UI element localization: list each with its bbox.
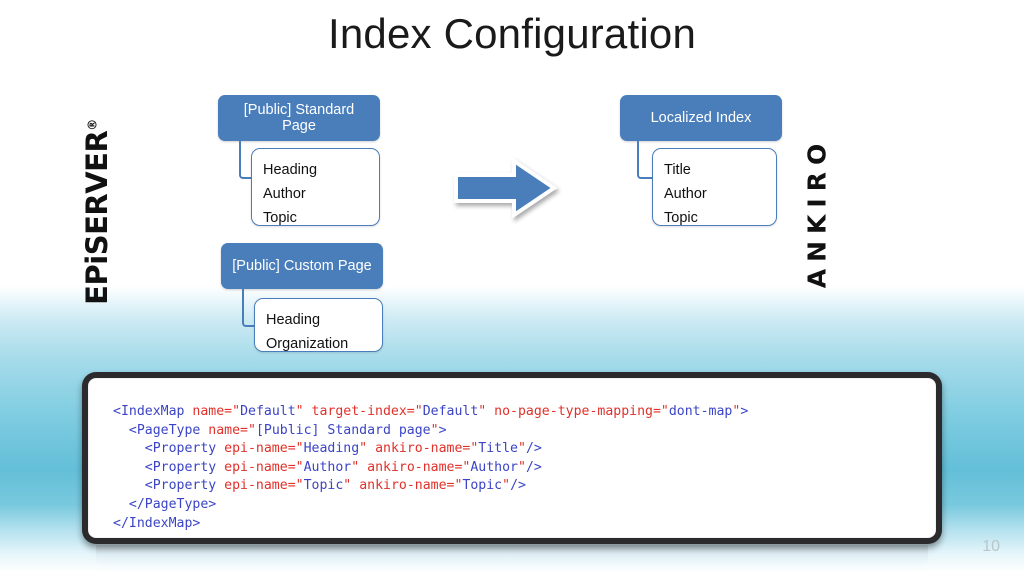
code-token-quote: " <box>518 459 526 475</box>
code-token-quote: " <box>414 404 423 419</box>
code-line: <Property epi-name="Topic" ankiro-name="… <box>113 477 935 496</box>
episerver-logo: EPiSERVER® <box>80 107 114 317</box>
code-token-quote: " <box>454 478 463 494</box>
code-token-val: Author <box>303 459 352 475</box>
code-token-quote: " <box>462 459 471 475</box>
field-standard-2: Topic <box>263 210 297 226</box>
code-token-attr: epi-name= <box>224 478 296 494</box>
field-index-0: Title <box>664 162 691 178</box>
code-token-tag: </IndexMap> <box>113 515 201 531</box>
code-token-attr: target-index= <box>303 404 415 419</box>
code-line: <PageType name="[Public] Standard page"> <box>113 422 935 441</box>
code-token-attr: name= <box>192 404 233 419</box>
code-token-attr: name= <box>208 422 248 438</box>
code-token-tag: <Property <box>144 441 225 457</box>
episerver-logo-text: EPiSERVER <box>80 130 114 305</box>
code-token-quote: " <box>295 478 304 494</box>
code-token-attr: epi-name= <box>224 441 296 457</box>
code-token-quote: " <box>295 404 304 419</box>
code-token-tag: <PageType <box>128 422 209 438</box>
code-token-tag: <Property <box>144 459 225 475</box>
code-token-quote: " <box>351 459 360 475</box>
code-token-attr: ankiro-name= <box>351 478 455 494</box>
field-index-1: Author <box>664 186 707 202</box>
code-token-val: Default <box>422 404 479 419</box>
code-line: <IndexMap name="Default" target-index="D… <box>113 403 935 422</box>
connector-elbow-localized-index <box>637 141 661 179</box>
code-line: </PageType> <box>113 496 935 515</box>
node-header-localized-index[interactable]: Localized Index <box>620 95 782 141</box>
code-token-val: [Public] Standard page <box>255 422 431 438</box>
code-token-tag: /> <box>525 459 542 475</box>
node-header-standard-page[interactable]: [Public] Standard Page <box>218 95 380 141</box>
code-panel: <IndexMap name="Default" target-index="D… <box>82 372 942 544</box>
code-token-quote: " <box>295 441 304 457</box>
page-title: Index Configuration <box>327 10 697 57</box>
code-token-attr: no-page-type-mapping= <box>486 404 661 419</box>
code-editor-surface[interactable]: <IndexMap name="Default" target-index="D… <box>88 378 936 538</box>
field-custom-0: Heading <box>266 312 321 328</box>
code-token-quote: " <box>343 478 352 494</box>
right-arrow-icon <box>454 157 558 219</box>
code-token-quote: " <box>430 422 439 438</box>
code-token-quote: " <box>248 422 256 438</box>
code-token-quote: " <box>232 404 241 419</box>
code-token-quote: " <box>359 441 368 457</box>
slide-number: 10 <box>982 538 1000 555</box>
code-token-val: dont-map <box>668 404 733 419</box>
code-token-attr: epi-name= <box>224 459 296 475</box>
code-token-tag: /> <box>525 441 542 457</box>
code-line: </IndexMap> <box>113 515 935 534</box>
node-body-custom-page[interactable]: Heading Organization <box>254 298 383 352</box>
code-token-tag: > <box>438 422 447 438</box>
field-standard-0: Heading <box>263 162 318 178</box>
code-token-attr: ankiro-name= <box>367 441 471 457</box>
code-line: <Property epi-name="Heading" ankiro-name… <box>113 440 935 459</box>
code-panel-reflection <box>96 545 928 571</box>
field-index-2: Topic <box>664 210 698 226</box>
code-token-tag: </PageType> <box>128 496 217 512</box>
code-token-val: Title <box>478 441 518 457</box>
code-token-quote: " <box>478 404 487 419</box>
node-body-localized-index[interactable]: Title Author Topic <box>652 148 777 226</box>
code-token-val: Author <box>470 459 518 475</box>
ankiro-logo: ANKIRO <box>802 136 832 289</box>
code-line: <Property epi-name="Author" ankiro-name=… <box>113 459 935 478</box>
field-standard-1: Author <box>263 186 306 202</box>
node-header-custom-page[interactable]: [Public] Custom Page <box>221 243 383 289</box>
code-token-val: Default <box>240 404 296 419</box>
code-token-attr: ankiro-name= <box>359 459 463 475</box>
code-token-quote: " <box>470 441 479 457</box>
code-token-tag: <IndexMap <box>113 404 193 419</box>
code-token-quote: " <box>732 404 741 419</box>
code-token-val: Heading <box>303 441 360 457</box>
code-token-val: Topic <box>303 478 344 494</box>
code-token-val: Topic <box>462 478 503 494</box>
code-token-tag: /> <box>510 478 526 494</box>
code-token-quote: " <box>295 459 304 475</box>
code-token-tag: <Property <box>144 478 225 494</box>
code-token-quote: " <box>502 478 511 494</box>
node-body-standard-page[interactable]: Heading Author Topic <box>251 148 380 226</box>
code-token-quote: " <box>518 441 526 457</box>
code-token-tag: > <box>740 404 749 419</box>
registered-mark-icon: ® <box>85 119 100 131</box>
code-token-quote: " <box>660 404 669 419</box>
field-custom-1: Organization <box>266 336 349 352</box>
